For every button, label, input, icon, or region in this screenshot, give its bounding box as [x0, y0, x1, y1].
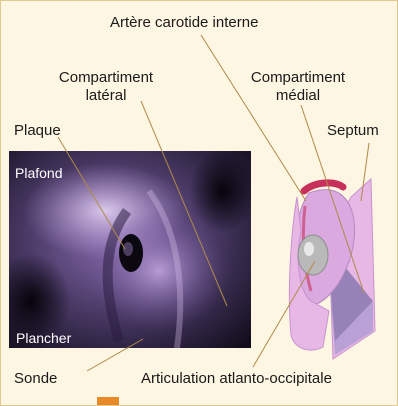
- leader-plaque: [58, 137, 125, 249]
- leader-carotid: [201, 35, 306, 201]
- label-medial-line2: médial: [231, 87, 365, 105]
- label-plafond: Plafond: [15, 164, 62, 182]
- orange-tab-marker: [97, 397, 119, 406]
- leader-articulation: [253, 261, 315, 367]
- leader-sonde: [87, 339, 143, 371]
- label-sonde: Sonde: [14, 370, 57, 388]
- leader-lateral: [141, 101, 227, 306]
- label-plancher: Plancher: [16, 329, 71, 347]
- label-carotid: Artère carotide interne: [110, 14, 258, 32]
- label-medial: Compartiment médial: [231, 69, 365, 105]
- label-plaque: Plaque: [14, 122, 61, 140]
- label-medial-line1: Compartiment: [231, 69, 365, 87]
- label-articulation: Articulation atlanto-occipitale: [141, 370, 332, 388]
- label-lateral: Compartiment latéral: [39, 69, 173, 105]
- label-septum: Septum: [327, 122, 379, 140]
- leader-septum: [361, 143, 369, 201]
- label-lateral-line2: latéral: [39, 87, 173, 105]
- label-lateral-line1: Compartiment: [39, 69, 173, 87]
